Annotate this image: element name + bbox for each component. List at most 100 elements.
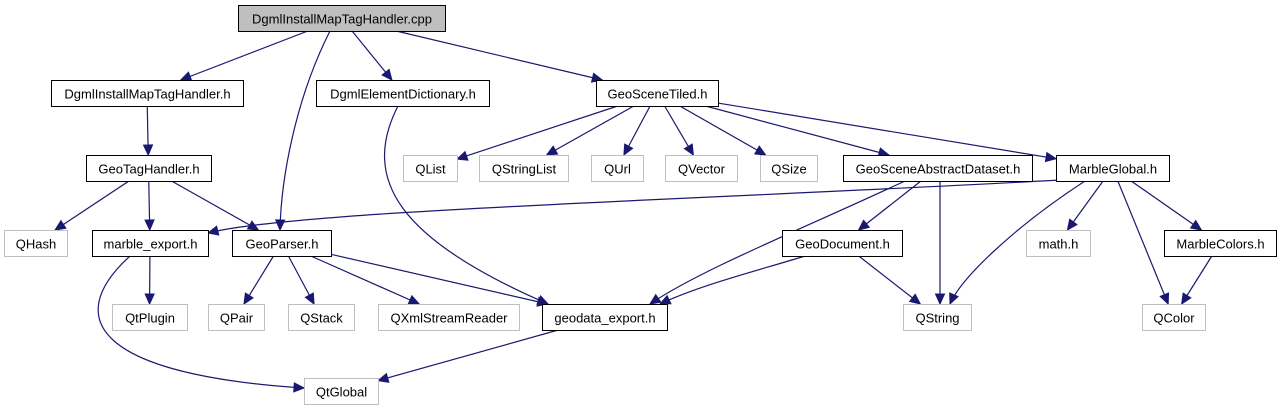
- node-box: [596, 80, 719, 107]
- nodes-layer: DgmlInstallMapTagHandler.cppDgmlInstallM…: [4, 5, 1277, 405]
- node-qstringlist: QStringList: [479, 155, 569, 182]
- node-qstack: QStack: [288, 304, 355, 331]
- edge-gp-qxml: [310, 255, 420, 305]
- node-label: QUrl: [604, 162, 631, 177]
- node-label: QList: [415, 162, 446, 177]
- node-mg[interactable]: MarbleGlobal.h: [1056, 155, 1170, 182]
- node-label: QtPlugin: [125, 311, 175, 326]
- edge-root-ded: [351, 30, 393, 81]
- edge-mg-qstring-arrowhead: [949, 292, 959, 306]
- node-box: [1026, 230, 1091, 257]
- node-box: [316, 80, 490, 107]
- node-qpair: QPair: [208, 304, 265, 331]
- edge-root-ded-arrowhead: [381, 68, 393, 81]
- node-qcolor: QColor: [1142, 304, 1206, 331]
- node-label: geodata_export.h: [554, 311, 655, 326]
- node-label: QStack: [300, 311, 343, 326]
- edge-root-dimth: [180, 30, 309, 81]
- edge-mg-me: [207, 179, 1061, 234]
- edge-gde-qtglobal-arrowhead: [376, 372, 390, 383]
- edge-gst-qvector-arrowhead: [683, 143, 694, 157]
- edge-gst-qsize-arrowhead: [753, 145, 767, 156]
- node-box: [51, 80, 244, 107]
- node-ded[interactable]: DgmlElementDictionary.h: [316, 80, 490, 107]
- node-qhash: QHash: [4, 230, 68, 257]
- node-gsad[interactable]: GeoSceneAbstractDataset.h: [843, 155, 1033, 182]
- edge-gde-qtglobal: [377, 329, 559, 382]
- node-mc[interactable]: MarbleColors.h: [1164, 230, 1277, 257]
- edges-layer: [54, 30, 1213, 393]
- node-dimth[interactable]: DgmlInstallMapTagHandler.h: [51, 80, 244, 107]
- node-label: QPair: [220, 311, 254, 326]
- edge-gst-qlist-arrowhead: [455, 150, 469, 161]
- edge-gp-qxml-arrowhead: [407, 294, 421, 305]
- node-label: QStringList: [492, 162, 557, 177]
- node-label: GeoParser.h: [246, 237, 319, 252]
- edge-gth-me-arrowhead: [144, 219, 155, 232]
- edge-root-gst: [396, 30, 603, 81]
- node-box: [112, 304, 188, 331]
- edge-gsad-gde-arrowhead: [648, 293, 662, 305]
- edge-gp-qstack-arrowhead: [304, 292, 315, 306]
- node-math: math.h: [1026, 230, 1091, 257]
- node-qsize: QSize: [760, 155, 818, 182]
- node-qxml: QXmlStreamReader: [378, 304, 520, 331]
- edge-mg-qstring: [949, 180, 1086, 305]
- edge-gth-gp: [171, 180, 259, 231]
- node-label: math.h: [1039, 237, 1079, 252]
- node-box: [843, 155, 1033, 182]
- node-gd[interactable]: GeoDocument.h: [782, 230, 903, 257]
- node-box: [542, 304, 668, 331]
- node-me[interactable]: marble_export.h: [92, 230, 209, 257]
- edge-gsad-gde: [649, 180, 906, 305]
- node-label: QString: [915, 311, 959, 326]
- edge-gst-qsize: [679, 105, 767, 156]
- node-root[interactable]: DgmlInstallMapTagHandler.cpp: [238, 5, 446, 32]
- edge-gth-qhash-arrowhead: [54, 219, 67, 231]
- node-box: [591, 155, 644, 182]
- node-gth[interactable]: GeoTagHandler.h: [86, 155, 212, 182]
- node-label: DgmlInstallMapTagHandler.cpp: [252, 12, 432, 27]
- edge-gsad-gd-arrowhead: [857, 219, 871, 231]
- node-label: QHash: [16, 237, 56, 252]
- node-label: MarbleColors.h: [1176, 237, 1264, 252]
- edge-gst-mg-arrowhead: [1044, 151, 1058, 163]
- node-box: [208, 304, 265, 331]
- node-qvector: QVector: [665, 155, 738, 182]
- node-box: [304, 378, 379, 405]
- node-label: MarbleGlobal.h: [1069, 162, 1157, 177]
- edge-gst-qstringlist-arrowhead: [545, 145, 559, 156]
- node-qtglobal: QtGlobal: [304, 378, 379, 405]
- node-box: [1164, 230, 1277, 257]
- node-box: [238, 5, 446, 32]
- edge-me-qtglobal-arrowhead: [293, 382, 306, 393]
- edge-mc-qcolor-arrowhead: [1181, 292, 1192, 306]
- edge-gsad-gd: [858, 180, 922, 231]
- edge-gst-gsad: [705, 105, 890, 156]
- edge-gd-gde-arrowhead: [658, 294, 672, 305]
- node-gde[interactable]: geodata_export.h: [542, 304, 668, 331]
- node-label: QXmlStreamReader: [390, 311, 508, 326]
- node-box: [232, 230, 332, 257]
- node-label: DgmlInstallMapTagHandler.h: [64, 87, 230, 102]
- node-label: GeoTagHandler.h: [98, 162, 199, 177]
- node-box: [86, 155, 212, 182]
- node-label: marble_export.h: [104, 237, 198, 252]
- node-box: [92, 230, 209, 257]
- node-box: [479, 155, 569, 182]
- node-box: [760, 155, 818, 182]
- edge-gp-gde: [330, 253, 548, 305]
- node-box: [378, 304, 520, 331]
- edge-gst-qurl-arrowhead: [623, 143, 634, 157]
- node-gst[interactable]: GeoSceneTiled.h: [596, 80, 719, 107]
- node-label: DgmlElementDictionary.h: [330, 87, 476, 102]
- node-box: [403, 155, 458, 182]
- node-box: [288, 304, 355, 331]
- edge-gd-qstring: [858, 255, 921, 305]
- edge-ded-gde: [383, 105, 549, 305]
- node-gp[interactable]: GeoParser.h: [232, 230, 332, 257]
- node-label: QColor: [1153, 311, 1195, 326]
- node-label: QtGlobal: [316, 385, 367, 400]
- edge-me-qtglobal: [97, 255, 305, 389]
